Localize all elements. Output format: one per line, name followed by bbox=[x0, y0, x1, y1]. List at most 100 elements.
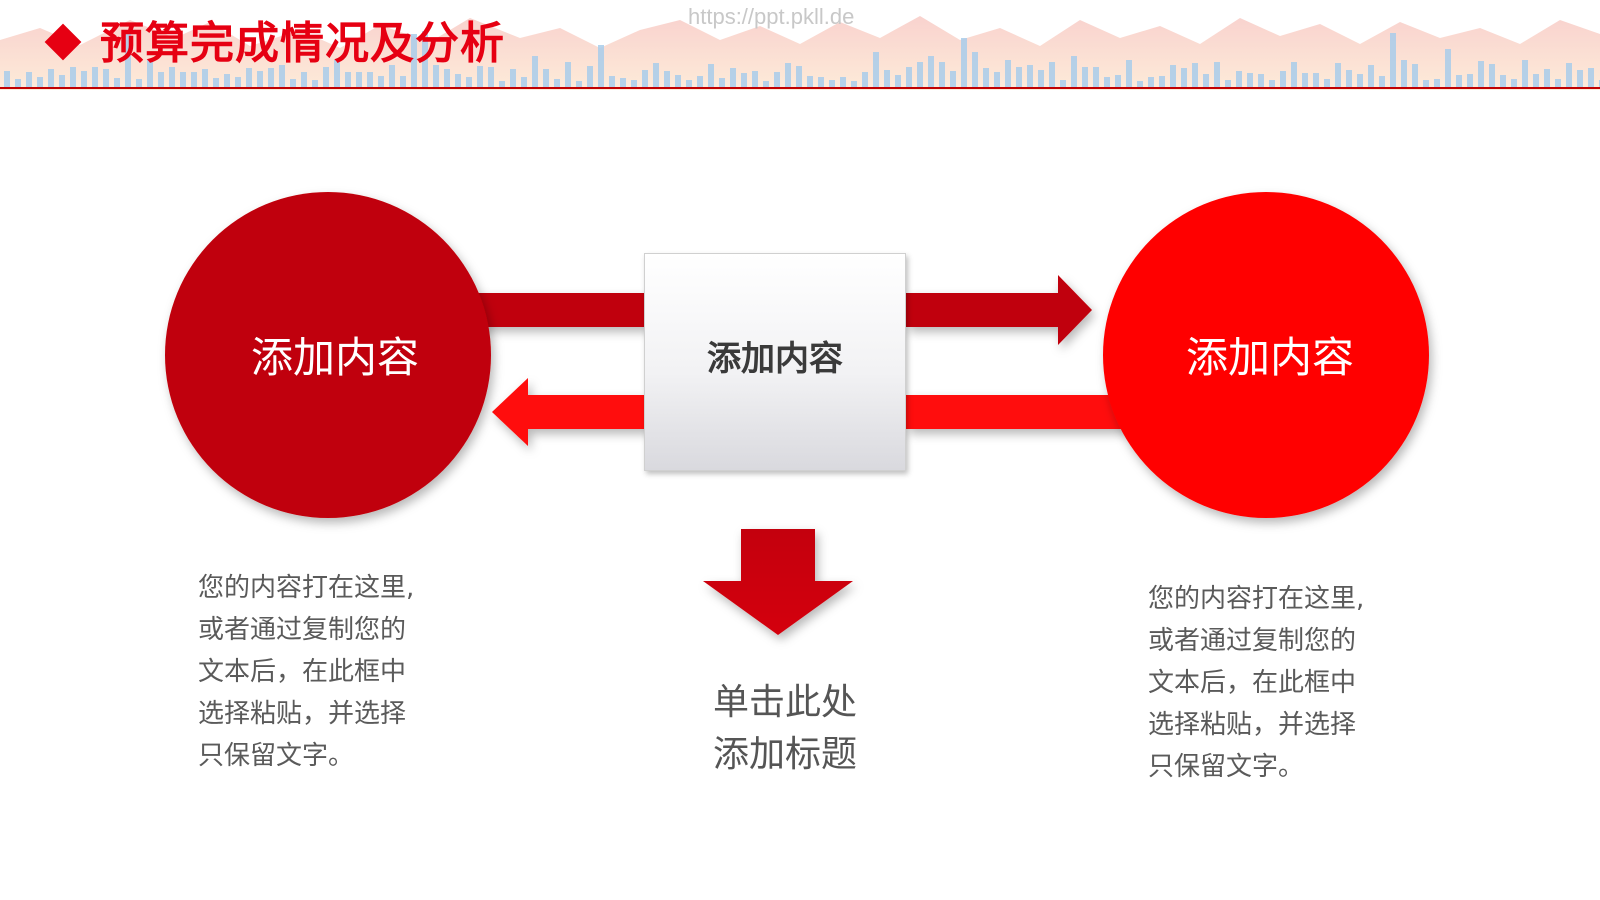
header-bar bbox=[1291, 62, 1297, 87]
header-skyline-decoration bbox=[0, 16, 1600, 90]
header-bar bbox=[1412, 64, 1418, 87]
header-bar bbox=[323, 67, 329, 87]
header-bar bbox=[609, 76, 615, 87]
header-bar bbox=[741, 73, 747, 87]
down-arrow bbox=[703, 529, 853, 635]
header-bar bbox=[1247, 73, 1253, 87]
header-bar bbox=[1478, 61, 1484, 87]
header-mountain-shape bbox=[0, 16, 1600, 90]
header-bar bbox=[818, 77, 824, 87]
header-bar bbox=[103, 69, 109, 87]
header-bar bbox=[587, 66, 593, 87]
header-bar bbox=[642, 70, 648, 87]
header-bar bbox=[48, 69, 54, 87]
header-bar bbox=[59, 75, 65, 87]
right-description-line: 只保留文字。 bbox=[1148, 752, 1305, 782]
header-bar bbox=[224, 74, 230, 87]
caption-line: 添加标题 bbox=[712, 734, 857, 775]
left-description-line: 只保留文字。 bbox=[198, 741, 355, 771]
header-bar bbox=[1148, 77, 1154, 87]
header-bar bbox=[422, 31, 428, 87]
header-bar bbox=[290, 79, 296, 87]
header-bar bbox=[213, 78, 219, 87]
header-bar bbox=[1192, 63, 1198, 87]
header-bar bbox=[576, 81, 582, 87]
right-description-line: 您的内容打在这里, bbox=[1148, 584, 1365, 614]
header-bar bbox=[1511, 79, 1517, 87]
header-bar bbox=[1159, 76, 1165, 87]
header-bar bbox=[345, 72, 351, 87]
header-bar bbox=[444, 69, 450, 87]
header-bar bbox=[1302, 73, 1308, 87]
header-bar bbox=[961, 38, 967, 87]
header-bar bbox=[1236, 71, 1242, 87]
header-bar bbox=[950, 71, 956, 87]
header-bar bbox=[752, 71, 758, 87]
center-box-label: 添加内容 bbox=[707, 339, 843, 379]
header-bar bbox=[554, 79, 560, 87]
header-bar bbox=[147, 60, 153, 87]
header-bar bbox=[136, 79, 142, 87]
header-bar bbox=[1093, 67, 1099, 87]
header-bar bbox=[301, 72, 307, 87]
header-bar bbox=[532, 56, 538, 87]
header-bar bbox=[664, 71, 670, 87]
right-description-text: 您的内容打在这里, 或者通过复制您的 文本后，在此框中 选择粘贴，并选择 只保留… bbox=[1148, 578, 1388, 788]
header-bar bbox=[411, 34, 417, 87]
header-bar bbox=[983, 68, 989, 87]
header-bar bbox=[1258, 74, 1264, 87]
header-bar bbox=[1489, 64, 1495, 87]
left-circle-label: 添加内容 bbox=[250, 333, 419, 382]
right-description-line: 文本后，在此框中 bbox=[1148, 668, 1357, 698]
header-bar bbox=[730, 68, 736, 87]
header-bar bbox=[719, 78, 725, 87]
header-bar bbox=[510, 69, 516, 87]
header-bar bbox=[455, 74, 461, 87]
header-bar bbox=[1214, 62, 1220, 87]
header-bar bbox=[1423, 80, 1429, 87]
header-bar bbox=[917, 62, 923, 87]
header-bar bbox=[829, 80, 835, 87]
header-bar bbox=[686, 80, 692, 87]
header-bar bbox=[873, 52, 879, 87]
header-bar bbox=[191, 72, 197, 87]
header-bar bbox=[466, 77, 472, 87]
header-bar bbox=[895, 75, 901, 87]
header-bar bbox=[235, 77, 241, 87]
header-bar bbox=[675, 75, 681, 87]
header-bar bbox=[312, 80, 318, 87]
header-bar bbox=[1126, 60, 1132, 87]
header-bar bbox=[906, 67, 912, 87]
header-bar bbox=[477, 66, 483, 87]
header-bar bbox=[1104, 77, 1110, 87]
header-bar bbox=[37, 77, 43, 87]
left-description-line: 文本后，在此框中 bbox=[198, 657, 407, 687]
header-bar bbox=[1313, 73, 1319, 87]
header-bar bbox=[202, 69, 208, 87]
header-bar bbox=[851, 81, 857, 87]
header-bar bbox=[279, 65, 285, 87]
header-bar bbox=[1401, 60, 1407, 87]
header-bar bbox=[1445, 49, 1451, 87]
arrow-top-right bbox=[470, 275, 1092, 345]
header-bar bbox=[1181, 68, 1187, 87]
header-bar bbox=[1170, 65, 1176, 87]
header-bar bbox=[840, 77, 846, 87]
header-bar bbox=[697, 76, 703, 87]
header-bar bbox=[1357, 74, 1363, 87]
header-bar bbox=[246, 68, 252, 87]
header-bar bbox=[92, 67, 98, 87]
right-circle bbox=[1103, 192, 1429, 518]
header-bar bbox=[631, 80, 637, 87]
header-bar bbox=[1544, 69, 1550, 87]
center-content-box: 添加内容 bbox=[644, 253, 906, 471]
header-bar bbox=[1588, 68, 1594, 87]
header-divider-line bbox=[0, 87, 1600, 89]
header-bar bbox=[180, 72, 186, 87]
header-bar bbox=[1137, 81, 1143, 87]
header-bar bbox=[1225, 80, 1231, 87]
header-bar bbox=[1280, 71, 1286, 87]
header-bar bbox=[1049, 62, 1055, 87]
right-circle-label: 添加内容 bbox=[1185, 333, 1354, 382]
left-description-line: 选择粘贴，并选择 bbox=[198, 699, 407, 729]
